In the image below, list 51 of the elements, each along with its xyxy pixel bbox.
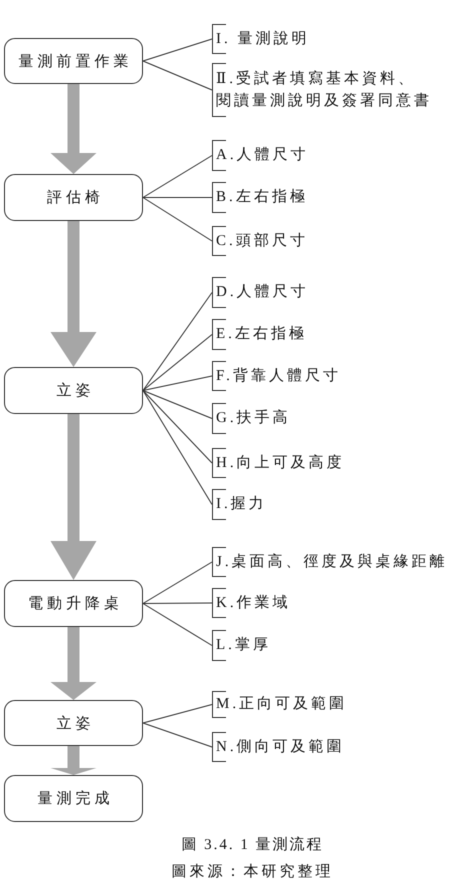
item-label: N.側向可及範圍 <box>215 738 345 757</box>
item-label: M.正向可及範圍 <box>215 695 348 714</box>
step-label: 電動升降桌 <box>27 594 123 613</box>
item-label: A.人體尺寸 <box>215 146 309 166</box>
flow-arrow <box>50 221 96 367</box>
item-label: D.人體尺寸 <box>215 282 309 302</box>
connector-line <box>142 390 212 505</box>
item-label: F.背靠人體尺寸 <box>215 366 341 386</box>
connector-line <box>142 722 212 748</box>
step-label: 評估椅 <box>46 188 104 207</box>
connector-line <box>142 60 212 90</box>
item-label: G.扶手高 <box>215 408 291 428</box>
flow-arrow <box>50 627 96 700</box>
source-note: 圖來源：本研究整理 <box>170 862 334 882</box>
item-label: E.左右指極 <box>215 324 307 344</box>
connector-line <box>142 155 212 198</box>
connector-line <box>142 197 212 242</box>
connector-line <box>142 602 212 604</box>
flow-arrow <box>50 84 96 174</box>
step-label: 量測前置作業 <box>18 52 132 70</box>
connector-line <box>142 376 212 391</box>
connector-line <box>142 390 212 464</box>
item-label: I. 量測說明 <box>215 30 310 49</box>
process-box <box>4 367 143 414</box>
flow-arrow <box>50 746 96 775</box>
item-label: J.桌面高、徑度及與桌緣距離 <box>215 552 448 572</box>
step-label: 立姿 <box>56 381 94 400</box>
item-label: L.掌厚 <box>215 636 271 656</box>
connector-line <box>142 704 212 724</box>
process-box <box>4 38 143 84</box>
connector-line <box>142 197 212 198</box>
item-label: B.左右指極 <box>215 188 308 208</box>
process-box <box>4 580 143 627</box>
flow-arrow <box>50 414 96 580</box>
figure-caption: 圖 3.4. 1 量測流程 <box>180 835 325 855</box>
process-box <box>4 174 143 221</box>
step-label: 量測完成 <box>36 789 114 808</box>
item-label: Ⅱ.受試者填寫基本資料、閱讀量測說明及簽署同意書 <box>215 69 433 111</box>
connector-line <box>142 390 212 419</box>
connector-line <box>142 603 212 646</box>
connector-line <box>142 292 212 391</box>
process-box <box>4 700 143 746</box>
item-label: H.向上可及高度 <box>215 453 345 473</box>
step-label: 立姿 <box>56 714 94 732</box>
item-label: K.作業域 <box>215 594 291 613</box>
item-label: C.頭部尺寸 <box>215 232 308 251</box>
item-label: I.握力 <box>215 494 267 514</box>
process-box <box>4 775 143 822</box>
connector-line <box>142 334 212 391</box>
connector-line <box>142 562 212 604</box>
connector-line <box>142 38 212 62</box>
